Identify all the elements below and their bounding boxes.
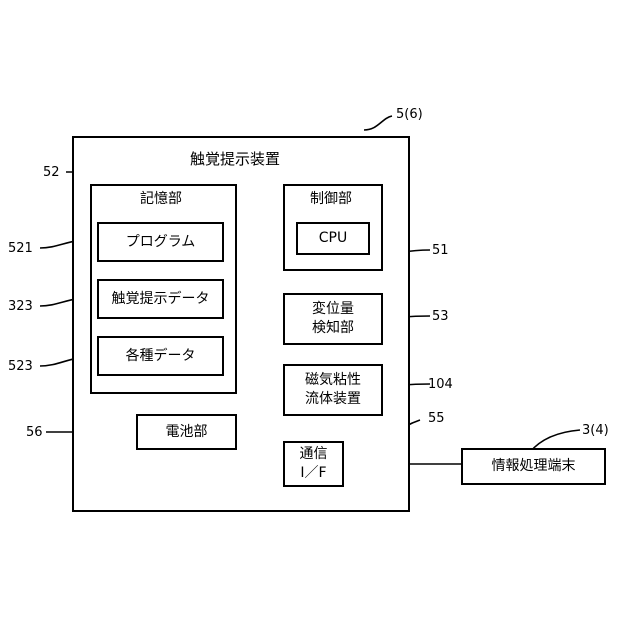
battery-label: 電池部 bbox=[166, 423, 208, 442]
program-ref: 521 bbox=[8, 242, 33, 255]
cpu-box: CPU bbox=[296, 222, 370, 255]
mrf-box: 磁気粘性 流体装置 bbox=[283, 364, 383, 416]
storage-ref: 52 bbox=[43, 166, 60, 179]
various-data-label: 各種データ bbox=[126, 347, 196, 366]
storage-label: 記憶部 bbox=[140, 192, 182, 206]
comm-box: 通信 I／F bbox=[283, 441, 344, 487]
device-title: 触覚提示装置 bbox=[190, 152, 280, 167]
control-ref: 51 bbox=[432, 244, 449, 257]
cpu-label: CPU bbox=[319, 229, 347, 248]
various-data-ref: 523 bbox=[8, 360, 33, 373]
comm-ref: 55 bbox=[428, 412, 445, 425]
leader-device bbox=[364, 116, 392, 130]
terminal-ref: 3(4) bbox=[582, 424, 609, 437]
mrf-ref: 104 bbox=[428, 378, 453, 391]
displacement-line1: 変位量 bbox=[312, 300, 354, 319]
comm-line1: 通信 bbox=[300, 445, 328, 464]
program-box: プログラム bbox=[97, 222, 224, 262]
tactile-data-label: 触覚提示データ bbox=[112, 290, 210, 309]
tactile-data-ref: 323 bbox=[8, 300, 33, 313]
mrf-line2: 流体装置 bbox=[305, 390, 361, 409]
program-label: プログラム bbox=[126, 233, 196, 252]
battery-box: 電池部 bbox=[136, 414, 237, 450]
various-data-box: 各種データ bbox=[97, 336, 224, 376]
mrf-line1: 磁気粘性 bbox=[305, 371, 361, 390]
comm-line2: I／F bbox=[300, 464, 328, 483]
terminal-box: 情報処理端末 bbox=[461, 448, 606, 485]
device-ref: 5(6) bbox=[396, 108, 423, 121]
tactile-data-box: 触覚提示データ bbox=[97, 279, 224, 319]
battery-ref: 56 bbox=[26, 426, 43, 439]
displacement-ref: 53 bbox=[432, 310, 449, 323]
control-label: 制御部 bbox=[310, 192, 352, 206]
terminal-label: 情報処理端末 bbox=[492, 457, 576, 476]
displacement-box: 変位量 検知部 bbox=[283, 293, 383, 345]
displacement-line2: 検知部 bbox=[312, 319, 354, 338]
